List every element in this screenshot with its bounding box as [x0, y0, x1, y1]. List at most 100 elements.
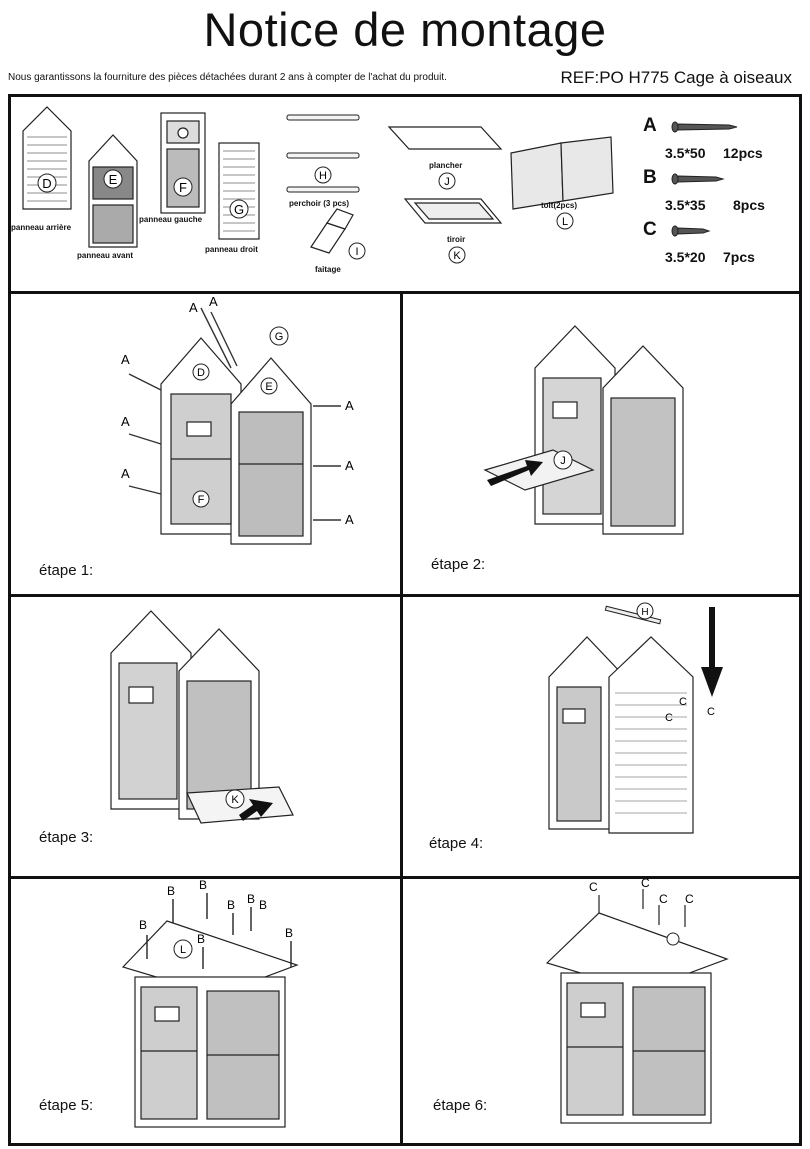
part-i-drawing — [310, 208, 354, 254]
step-2-panel: J étape 2: — [403, 294, 799, 594]
page-title: Notice de montage — [203, 3, 607, 56]
parts-illustration: D E F G H I J K L — [22, 106, 738, 264]
part-g-label: panneau droit — [205, 245, 258, 254]
step-2-callout-j: J — [560, 455, 566, 467]
step-5-callout-b2: B — [167, 884, 175, 898]
part-f-label: panneau gauche — [139, 215, 203, 224]
part-d-drawing — [22, 106, 72, 210]
step-1-callout-a2: A — [121, 414, 130, 429]
step-5-callout-b8: B — [197, 932, 205, 946]
screw-a-letter: A — [643, 115, 657, 136]
step-4-callout-c1: C — [679, 696, 687, 708]
part-j-letter: J — [444, 176, 450, 188]
steps-grid: D E F G A A A A A A A A étape 1: — [8, 294, 802, 1146]
grid-divider-2 — [11, 876, 799, 879]
step-1-label: étape 1: — [39, 562, 94, 579]
part-l-letter: L — [562, 216, 568, 228]
step-5-callout-b6: B — [259, 898, 267, 912]
part-k-drawing — [403, 198, 503, 224]
step-1-callout-e: E — [265, 381, 272, 393]
step-3-drawing: K — [110, 610, 294, 824]
part-g-drawing — [218, 142, 260, 240]
step-6-callout-c1: C — [589, 880, 598, 894]
step-6-callout-c4: C — [685, 892, 694, 906]
step-5-panel: L B B B B B B B B étape 5: — [11, 879, 400, 1143]
step-4-arrow-head-icon — [701, 667, 723, 697]
part-i-letter: I — [355, 246, 358, 258]
step-2-drawing: J — [483, 325, 684, 535]
step-6-callout-c2: C — [641, 879, 650, 890]
step-1-callout-d: D — [197, 367, 205, 379]
step-5-label: étape 5: — [39, 1097, 94, 1114]
part-f-letter: F — [179, 180, 187, 195]
part-e-label: panneau avant — [77, 251, 134, 260]
step-4-callout-h: H — [641, 607, 648, 618]
grid-divider-vertical — [400, 294, 403, 1143]
step-6-callout-c3: C — [659, 892, 668, 906]
step-5-callout-b1: B — [139, 918, 147, 932]
part-h-drawing — [286, 114, 360, 193]
screw-c-size: 3.5*20 — [665, 249, 706, 265]
part-d-label: panneau arrière — [11, 223, 72, 232]
step-4-label: étape 4: — [429, 835, 484, 852]
step-6-drawing: C C C C — [545, 879, 729, 1124]
step-1-panel: D E F G A A A A A A A A étape 1: — [11, 294, 400, 594]
screw-c-letter: C — [643, 219, 657, 240]
part-d-letter: D — [42, 176, 51, 191]
step-1-callout-a3: A — [121, 466, 130, 481]
part-h-label: perchoir (3 pcs) — [289, 199, 350, 208]
part-e-drawing — [88, 134, 138, 248]
step-4-drawing: H C C C — [548, 602, 723, 834]
screw-a-size: 3.5*50 — [665, 145, 706, 161]
part-k-letter: K — [453, 250, 461, 262]
part-k-label: tiroir — [447, 235, 466, 244]
screw-b-letter: B — [643, 167, 657, 188]
part-l-label: toit(2pcs) — [541, 201, 577, 210]
step-1-callout-a1: A — [121, 352, 130, 367]
step-1-callout-g: G — [275, 331, 284, 343]
part-i-label: faitage — [315, 265, 341, 274]
step-5-callout-l: L — [180, 944, 186, 956]
step-5-callout-b7: B — [285, 926, 293, 940]
screw-a-drawing — [671, 121, 738, 133]
grid-divider-1 — [11, 594, 799, 597]
step-4-callout-c2: C — [665, 712, 673, 724]
step-4-arrow-shaft-icon — [709, 607, 715, 671]
step-3-arrow-icon — [239, 799, 273, 821]
step-1-callout-a4: A — [345, 398, 354, 413]
part-j-drawing — [387, 126, 503, 150]
step-1-drawing: D E F G A A A A A A A A — [121, 294, 354, 545]
step-1-callout-a6: A — [345, 512, 354, 527]
step-3-label: étape 3: — [39, 829, 94, 846]
step-6-label: étape 6: — [433, 1097, 488, 1114]
part-h-letter: H — [319, 170, 327, 182]
step-5-callout-b5: B — [247, 892, 255, 906]
screw-c-drawing — [671, 225, 711, 237]
step-1-callout-a8: A — [209, 294, 218, 309]
screw-b-qty: 8pcs — [733, 197, 765, 213]
step-6-panel: C C C C étape 6: — [403, 879, 799, 1143]
step-1-callout-f: F — [198, 494, 205, 506]
step-1-callout-a5: A — [345, 458, 354, 473]
step-3-callout-k: K — [231, 794, 239, 806]
part-e-letter: E — [109, 172, 118, 187]
screw-b-size: 3.5*35 — [665, 197, 706, 213]
part-l-drawing — [510, 136, 614, 210]
product-reference: REF:PO H775 Cage à oiseaux — [560, 68, 792, 87]
guarantee-text: Nous garantissons la fourniture des pièc… — [8, 72, 447, 83]
step-5-callout-b3: B — [199, 879, 207, 892]
part-g-letter: G — [234, 202, 244, 217]
parts-panel: D E F G H I J K L panneau arrière pannea… — [8, 94, 802, 294]
screw-a-qty: 12pcs — [723, 145, 763, 161]
step-5-drawing: L B B B B B B B B — [121, 879, 299, 1128]
step-3-panel: K étape 3: — [11, 597, 400, 876]
step-1-callout-a7: A — [189, 300, 198, 315]
screw-b-drawing — [671, 173, 725, 185]
step-5-callout-b4: B — [227, 898, 235, 912]
part-j-label: plancher — [429, 161, 463, 170]
step-4-panel: H C C C étape 4: — [403, 597, 799, 876]
part-f-drawing — [160, 112, 206, 214]
step-2-label: étape 2: — [431, 556, 486, 573]
screw-c-qty: 7pcs — [723, 249, 755, 265]
step-4-callout-c3: C — [707, 706, 715, 718]
